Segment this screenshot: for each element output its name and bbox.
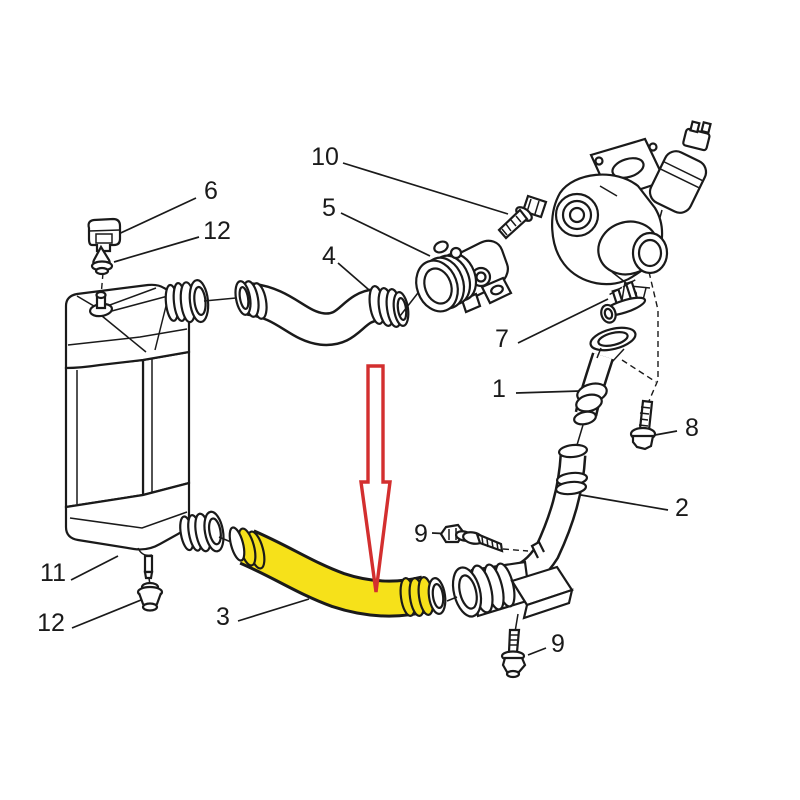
bracket	[510, 565, 574, 633]
leader-lines	[70, 162, 678, 656]
callout-10-label: 10	[311, 143, 339, 171]
callout-7-label: 7	[495, 325, 509, 353]
callout-4-label: 4	[322, 242, 336, 270]
callout-12-top-label: 12	[203, 217, 231, 245]
bolt-8	[629, 399, 657, 451]
callout-12-bottom-label: 12	[37, 609, 65, 637]
hose-4	[203, 279, 429, 347]
callout-6-label: 6	[204, 177, 218, 205]
bolt-10	[497, 194, 548, 240]
callout-9-lower-label: 9	[551, 630, 565, 658]
callout-5-label: 5	[322, 194, 336, 222]
bolt-9-upper	[439, 523, 504, 553]
valve-5	[415, 239, 513, 314]
bolt-9-lower	[500, 628, 527, 679]
callout-2-label: 2	[675, 494, 689, 522]
gasket-7	[600, 279, 647, 324]
callout-1-label: 1	[492, 375, 506, 403]
pipe-1	[573, 326, 637, 446]
callout-labels: 6 12 10 5 4 7 1 8 2 9 9 11 3 12	[37, 143, 699, 658]
callout-3-label: 3	[216, 603, 230, 631]
assembly-dashed-lines	[100, 271, 659, 552]
turbocharger	[551, 120, 712, 305]
hose-2	[446, 443, 589, 618]
callout-9-upper-label: 9	[414, 520, 428, 548]
retaining-clip	[87, 217, 122, 253]
callout-8-label: 8	[685, 414, 699, 442]
intercooler	[64, 279, 225, 580]
grommet-top	[90, 244, 114, 276]
callout-11-label: 11	[40, 559, 66, 587]
hose-3-highlighted	[218, 526, 447, 618]
grommet-bottom	[136, 577, 164, 612]
highlight-arrow	[359, 364, 392, 593]
